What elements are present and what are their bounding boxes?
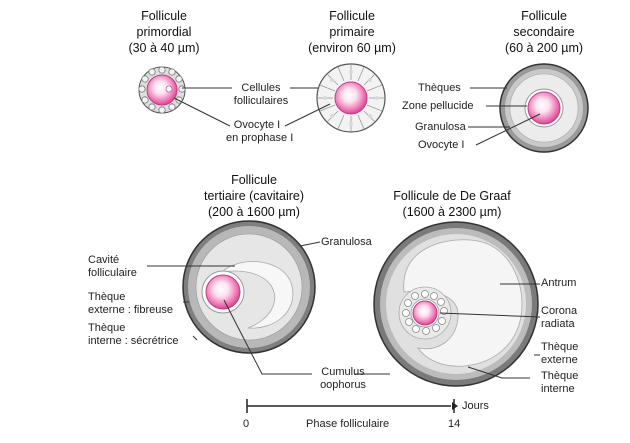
label-theque-interne-dg-line1: Thèque bbox=[541, 370, 579, 382]
label-theque-externe-dg-line1: Thèque bbox=[541, 341, 579, 353]
label-antrum: Antrum bbox=[541, 277, 577, 289]
label-theque-interne-degraaf: Thèque interne bbox=[541, 370, 578, 396]
axis-end-label: 14 bbox=[448, 418, 461, 430]
label-granulosa-secondaire: Granulosa bbox=[415, 121, 466, 133]
title-primordial-line1: Follicule bbox=[141, 9, 187, 23]
label-theques: Thèques bbox=[418, 82, 461, 94]
label-theque-externe-tertiaire: Thèque externe : fibreuse bbox=[88, 291, 173, 317]
label-ovocyte-prophase: Ovocyte I en prophase I bbox=[226, 119, 294, 145]
leader-lines bbox=[147, 87, 541, 379]
label-theque-externe-ter-line1: Thèque bbox=[88, 291, 126, 303]
label-corona-line2: radiata bbox=[541, 318, 575, 330]
label-theque-interne-tertiaire: Thèque interne : sécrétrice bbox=[88, 322, 178, 348]
label-cumulus-line2: oophorus bbox=[320, 379, 366, 391]
label-theque-interne-ter-line1: Thèque bbox=[88, 322, 126, 334]
title-tertiaire-line2: tertiaire (cavitaire) bbox=[203, 189, 305, 203]
primordial-oocyte bbox=[146, 74, 178, 106]
label-cellules-folliculaires: Cellules folliculaires bbox=[232, 82, 290, 108]
title-degraaf-line2: (1600 à 2300 µm) bbox=[402, 205, 502, 219]
title-secondaire-line2: secondaire bbox=[513, 25, 575, 39]
title-primordial-line2: primordial bbox=[136, 25, 192, 39]
label-cavite-line2: folliculaire bbox=[88, 267, 137, 279]
label-corona-radiata: Corona radiata bbox=[541, 305, 577, 331]
label-cumulus-oophorus: Cumulus oophorus bbox=[316, 366, 370, 392]
label-cellules-line2: folliculaires bbox=[233, 95, 289, 107]
label-ovocyte-secondaire: Ovocyte I bbox=[418, 139, 465, 151]
tertiary-oocyte bbox=[205, 274, 241, 310]
title-tertiaire-line3: (200 à 1600 µm) bbox=[208, 205, 300, 219]
title-tertiaire-line1: Follicule bbox=[231, 173, 277, 187]
label-zone-pellucide: Zone pellucide bbox=[402, 100, 474, 112]
title-tertiaire: Follicule tertiaire (cavitaire) (200 à 1… bbox=[184, 172, 324, 220]
primordial-follicular-cells bbox=[138, 66, 186, 114]
label-ovocyte-prophase-line2: en prophase I bbox=[226, 132, 294, 144]
graafian-follicle bbox=[373, 221, 539, 387]
secondary-oocyte bbox=[527, 91, 561, 125]
primary-follicle bbox=[316, 63, 386, 133]
label-corona-line1: Corona bbox=[541, 305, 578, 317]
title-degraaf-line1: Follicule de De Graaf bbox=[393, 189, 511, 203]
title-degraaf: Follicule de De Graaf (1600 à 2300 µm) bbox=[378, 188, 526, 220]
title-secondaire: Follicule secondaire (60 à 200 µm) bbox=[494, 8, 594, 56]
graafian-antrum bbox=[403, 239, 523, 367]
title-primaire-line3: (environ 60 µm) bbox=[308, 41, 396, 55]
label-theque-externe-dg-line2: externe bbox=[541, 354, 578, 366]
graafian-oocyte bbox=[412, 300, 438, 326]
title-primordial: Follicule primordial (30 à 40 µm) bbox=[112, 8, 216, 56]
label-theque-interne-dg-line2: interne bbox=[541, 383, 575, 395]
label-cellules-line1: Cellules bbox=[241, 82, 281, 94]
tertiary-cavity bbox=[220, 261, 294, 329]
title-primordial-line3: (30 à 40 µm) bbox=[128, 41, 200, 55]
axis-start-label: 0 bbox=[243, 418, 250, 430]
axis-caption: Phase folliculaire bbox=[306, 418, 390, 430]
title-primaire-line1: Follicule bbox=[329, 9, 375, 23]
label-theque-interne-ter-line2: interne : sécrétrice bbox=[88, 335, 179, 347]
title-primaire: Follicule primaire (environ 60 µm) bbox=[298, 8, 406, 56]
secondary-follicle bbox=[499, 63, 589, 153]
label-cavite-line1: Cavité bbox=[88, 254, 120, 266]
primary-oocyte bbox=[334, 81, 368, 115]
label-cumulus-line1: Cumulus bbox=[321, 366, 365, 378]
label-granulosa-tertiaire: Granulosa bbox=[321, 236, 372, 248]
title-primaire-line2: primaire bbox=[329, 25, 375, 39]
primordial-follicle bbox=[138, 66, 186, 114]
label-theque-externe-degraaf: Thèque externe bbox=[541, 341, 578, 367]
title-secondaire-line1: Follicule bbox=[521, 9, 567, 23]
timeline-axis bbox=[246, 399, 458, 413]
axis-unit-label: Jours bbox=[462, 400, 489, 412]
label-theque-externe-ter-line2: externe : fibreuse bbox=[88, 304, 173, 316]
label-cavite-folliculaire: Cavité folliculaire bbox=[88, 254, 137, 280]
tertiary-follicle bbox=[182, 220, 316, 354]
label-ovocyte-prophase-line1: Ovocyte I bbox=[233, 119, 281, 131]
title-secondaire-line3: (60 à 200 µm) bbox=[504, 41, 584, 55]
